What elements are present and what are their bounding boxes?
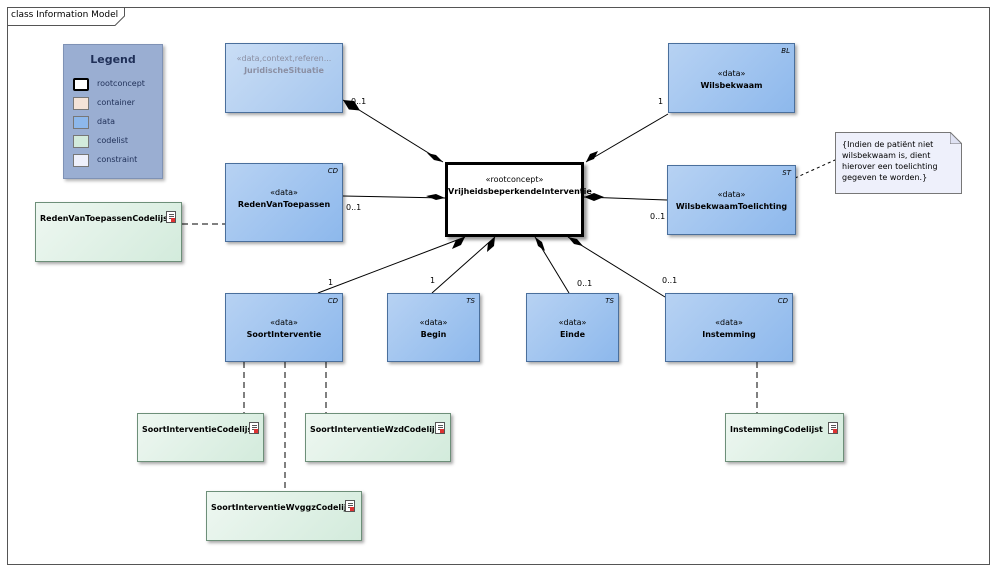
class-type-tag: CD [777, 297, 788, 305]
class-einde[interactable]: TS «data» Einde [526, 293, 619, 362]
class-wilsbekwaam-toelichting[interactable]: ST «data» WilsbekwaamToelichting [667, 165, 796, 235]
diamond-toelichting [584, 193, 604, 201]
codelist-document-icon [345, 500, 355, 512]
codelist-name: SoortInterventieWzdCodelijst [310, 425, 444, 434]
class-name: Begin [420, 330, 447, 339]
class-wilsbekwaam[interactable]: BL «data» Wilsbekwaam [668, 43, 795, 113]
class-begin[interactable]: TS «data» Begin [387, 293, 480, 362]
legend-swatch [73, 78, 89, 91]
class-stereotype: «data» [717, 190, 746, 199]
codelist-instemming[interactable]: InstemmingCodelijst [725, 413, 844, 462]
class-name: VrijheidsbeperkendeInterventie [448, 187, 592, 196]
multiplicity-reden: 0..1 [346, 203, 362, 212]
assoc-soort [317, 236, 466, 294]
diagram-frame [7, 7, 990, 565]
legend-label: rootconcept [97, 79, 145, 88]
multiplicity-wilsbekwaam: 1 [658, 97, 664, 106]
legend-swatch [73, 116, 89, 129]
class-type-tag: TS [466, 297, 475, 305]
class-stereotype: «data» [270, 318, 298, 327]
frame-tab [7, 7, 125, 26]
multiplicity-instemming: 0..1 [662, 276, 678, 285]
class-stereotype: «rootconcept» [485, 175, 544, 184]
class-stereotype: «data» [270, 188, 298, 197]
legend-label: data [97, 117, 116, 126]
assoc-reden [342, 195, 446, 199]
diamond-wilsbekwaam [586, 151, 598, 162]
class-type-tag: CD [327, 297, 338, 305]
class-soort-interventie[interactable]: CD «data» SoortInterventie [225, 293, 343, 362]
assoc-juridische [342, 99, 444, 163]
codelist-reden-van-toepassen[interactable]: RedenVanToepassenCodelijst [35, 202, 182, 262]
assoc-wilsbekwaam [585, 113, 669, 163]
legend-label: container [97, 98, 135, 107]
class-name: Wilsbekwaam [700, 81, 763, 90]
class-name: RedenVanToepassen [237, 200, 331, 209]
legend-title: Legend [90, 53, 136, 66]
class-name: WilsbekwaamToelichting [675, 202, 788, 211]
legend-swatch [73, 135, 89, 148]
multiplicity-soort: 1 [328, 278, 334, 287]
multiplicity-toelichting: 0..1 [650, 212, 666, 221]
legend: Legend rootconcept container data codeli… [63, 44, 163, 179]
note-link [794, 159, 836, 179]
legend-swatch [73, 154, 89, 167]
class-juridische-situatie[interactable]: «data,context,referen... JuridischeSitua… [225, 43, 343, 113]
codelist-name: InstemmingCodelijst [730, 425, 823, 434]
diamond-juridische [427, 153, 443, 162]
note-fold-corner [950, 132, 962, 144]
codelist-soort-interventie[interactable]: SoortInterventieCodelijst [137, 413, 264, 462]
codelist-document-icon [435, 422, 445, 434]
diamond-soort [452, 237, 465, 249]
note-text: {Indien de patiënt niet wilsbekwaam is, … [842, 140, 938, 182]
class-type-tag: BL [781, 47, 790, 55]
diamond-reden [426, 194, 445, 200]
class-name: Instemming [702, 330, 756, 339]
codelist-document-icon [166, 211, 176, 223]
multiplicity-begin: 1 [430, 276, 436, 285]
codelist-soort-interventie-wvggz[interactable]: SoortInterventieWvggzCodelijst [206, 491, 362, 541]
class-stereotype: «data» [717, 69, 746, 78]
codelist-name: RedenVanToepassenCodelijst [40, 214, 172, 223]
class-type-tag: CD [327, 167, 338, 175]
class-name: SoortInterventie [246, 330, 322, 339]
multiplicity-juridische: 0..1 [351, 97, 367, 106]
codelist-name: SoortInterventieCodelijst [142, 425, 257, 434]
assoc-begin [431, 236, 496, 294]
class-stereotype: «data» [558, 318, 587, 327]
class-stereotype: «data» [715, 318, 743, 327]
class-name: JuridischeSituatie [244, 66, 324, 75]
diamond-einde [535, 237, 545, 251]
class-type-tag: TS [605, 297, 614, 305]
class-instemming[interactable]: CD «data» Instemming [665, 293, 793, 362]
legend-label: constraint [97, 155, 138, 164]
constraint-note[interactable]: {Indien de patiënt niet wilsbekwaam is, … [835, 132, 962, 194]
codelist-soort-interventie-wzd[interactable]: SoortInterventieWzdCodelijst [305, 413, 451, 462]
multiplicity-einde: 0..1 [577, 279, 593, 288]
class-stereotype: «data» [419, 318, 448, 327]
class-vrijheidsbeperkende-interventie[interactable]: «rootconcept» VrijheidsbeperkendeInterve… [445, 162, 592, 237]
legend-swatch [73, 97, 89, 110]
class-type-tag: ST [782, 169, 791, 177]
class-stereotype: «data,context,referen... [236, 54, 332, 63]
class-reden-van-toepassen[interactable]: CD «data» RedenVanToepassen [225, 163, 343, 242]
legend-label: codelist [97, 136, 129, 145]
class-name: Einde [559, 330, 586, 339]
diamond-instemming [568, 237, 583, 246]
codelist-name: SoortInterventieWvggzCodelijst [211, 503, 356, 512]
assoc-instemming [567, 236, 666, 298]
frame-title: class Information Model [11, 10, 119, 20]
diamond-begin [487, 237, 495, 252]
codelist-document-icon [828, 422, 838, 434]
codelist-document-icon [249, 422, 259, 434]
